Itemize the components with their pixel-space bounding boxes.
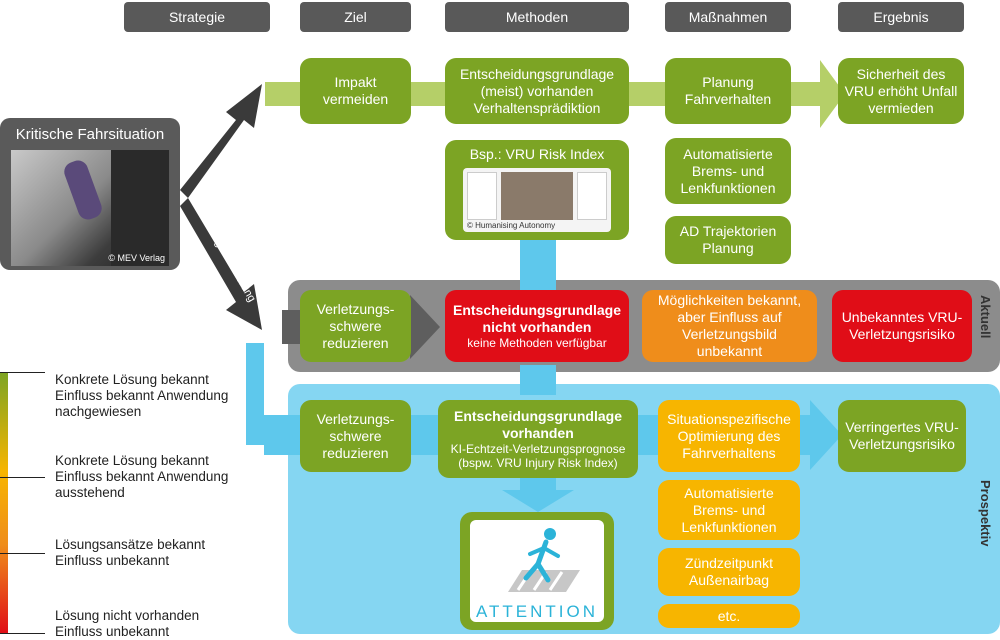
header-massnahmen: Maßnahmen xyxy=(665,2,791,32)
current-band-label: Aktuell xyxy=(978,295,993,339)
situation-title: Kritische Fahrsituation xyxy=(15,126,165,143)
prospective-massnahmen-box-3: Zündzeitpunkt Außenairbag xyxy=(658,548,800,596)
legend-item-2: Konkrete Lösung bekannt Einfluss bekannt… xyxy=(55,453,229,500)
logo-down-arrow xyxy=(502,478,574,512)
example-credit: © Humanising Autonomy xyxy=(467,221,556,230)
legend-item-3: Lösungsansätze bekannt Einfluss unbekann… xyxy=(55,537,206,568)
header-ziel: Ziel xyxy=(300,2,411,32)
situation-box: Kritische Fahrsituation © MEV Verlag xyxy=(0,118,180,270)
current-ergebnis-box: Unbekanntes VRU-Verletzungsrisiko xyxy=(832,290,972,362)
current-massnahmen-box: Möglichkeiten bekannt, aber Einfluss auf… xyxy=(642,290,817,362)
current-down-connector xyxy=(520,365,556,395)
pedestrian-icon xyxy=(508,528,580,592)
upper-branch-arrow xyxy=(180,84,262,198)
current-methoden-box: Entscheidungsgrundlage nicht vorhanden k… xyxy=(445,290,629,362)
example-image: © Humanising Autonomy xyxy=(463,168,611,232)
legend-item-1: Konkrete Lösung bekannt Einfluss bekannt… xyxy=(55,372,229,419)
current-ziel-box: Verletzungs-schwere reduzieren xyxy=(300,290,411,362)
situation-photo: © MEV Verlag xyxy=(11,150,169,266)
attention-logo-text: ATTENTION xyxy=(475,602,599,621)
legend-item-4: Lösung nicht vorhanden Einfluss unbekann… xyxy=(55,608,200,639)
legend-tick-3 xyxy=(0,553,45,554)
top-massnahmen-box-1: Planung Fahrverhalten xyxy=(665,58,791,124)
header-strategie: Strategie xyxy=(124,2,270,32)
top-massnahmen-box-2: Automatisierte Brems- und Lenkfunktionen xyxy=(665,138,791,204)
prospective-massnahmen-box-4: etc. xyxy=(658,604,800,628)
current-methoden-title: Entscheidungsgrundlage nicht vorhanden xyxy=(452,302,621,335)
top-ergebnis-box: Sicherheit des VRU erhöht Unfall vermied… xyxy=(838,58,964,124)
header-methoden: Methoden xyxy=(445,2,629,32)
current-methoden-sub: keine Methoden verfügbar xyxy=(467,336,607,350)
legend-tick-4 xyxy=(0,633,45,634)
top-ziel-box: Impakt vermeiden xyxy=(300,58,411,124)
example-title: Bsp.: VRU Risk Index xyxy=(469,146,605,162)
top-massnahmen-box-3: AD Trajektorien Planung xyxy=(665,216,791,264)
legend-tick-1 xyxy=(0,372,45,373)
top-methoden-box: Entscheidungsgrundlage (meist) vorhanden… xyxy=(445,58,629,124)
attention-logo-frame: ATTENTION xyxy=(460,512,614,630)
prospective-methoden-sub: KI-Echtzeit-Verletzungsprognose (bspw. V… xyxy=(450,442,626,470)
prospective-band-label: Prospektiv xyxy=(978,480,993,547)
prospective-methoden-title: Entscheidungsgrundlage vorhanden xyxy=(453,408,622,441)
example-box: Bsp.: VRU Risk Index © Humanising Autono… xyxy=(445,140,629,240)
prospective-massnahmen-box-1: Situationspezifische Optimierung des Fah… xyxy=(658,400,800,472)
car-door xyxy=(111,150,169,266)
prospective-massnahmen-box-2: Automatisierte Brems- und Lenkfunktionen xyxy=(658,480,800,540)
prospective-ziel-box: Verletzungs-schwere reduzieren xyxy=(300,400,411,472)
lower-branch-arrow xyxy=(180,198,262,330)
attention-logo: ATTENTION xyxy=(470,520,604,622)
photo-credit: © MEV Verlag xyxy=(108,253,165,263)
legend-color-bar xyxy=(0,372,8,634)
legend-tick-2 xyxy=(0,477,45,478)
example-down-connector xyxy=(520,240,556,290)
prospective-methoden-box: Entscheidungsgrundlage vorhanden KI-Echt… xyxy=(438,400,638,478)
prospective-ergebnis-box: Verringertes VRU-Verletzungsrisiko xyxy=(838,400,966,472)
header-ergebnis: Ergebnis xyxy=(838,2,964,32)
cyclist-figure xyxy=(61,157,105,223)
